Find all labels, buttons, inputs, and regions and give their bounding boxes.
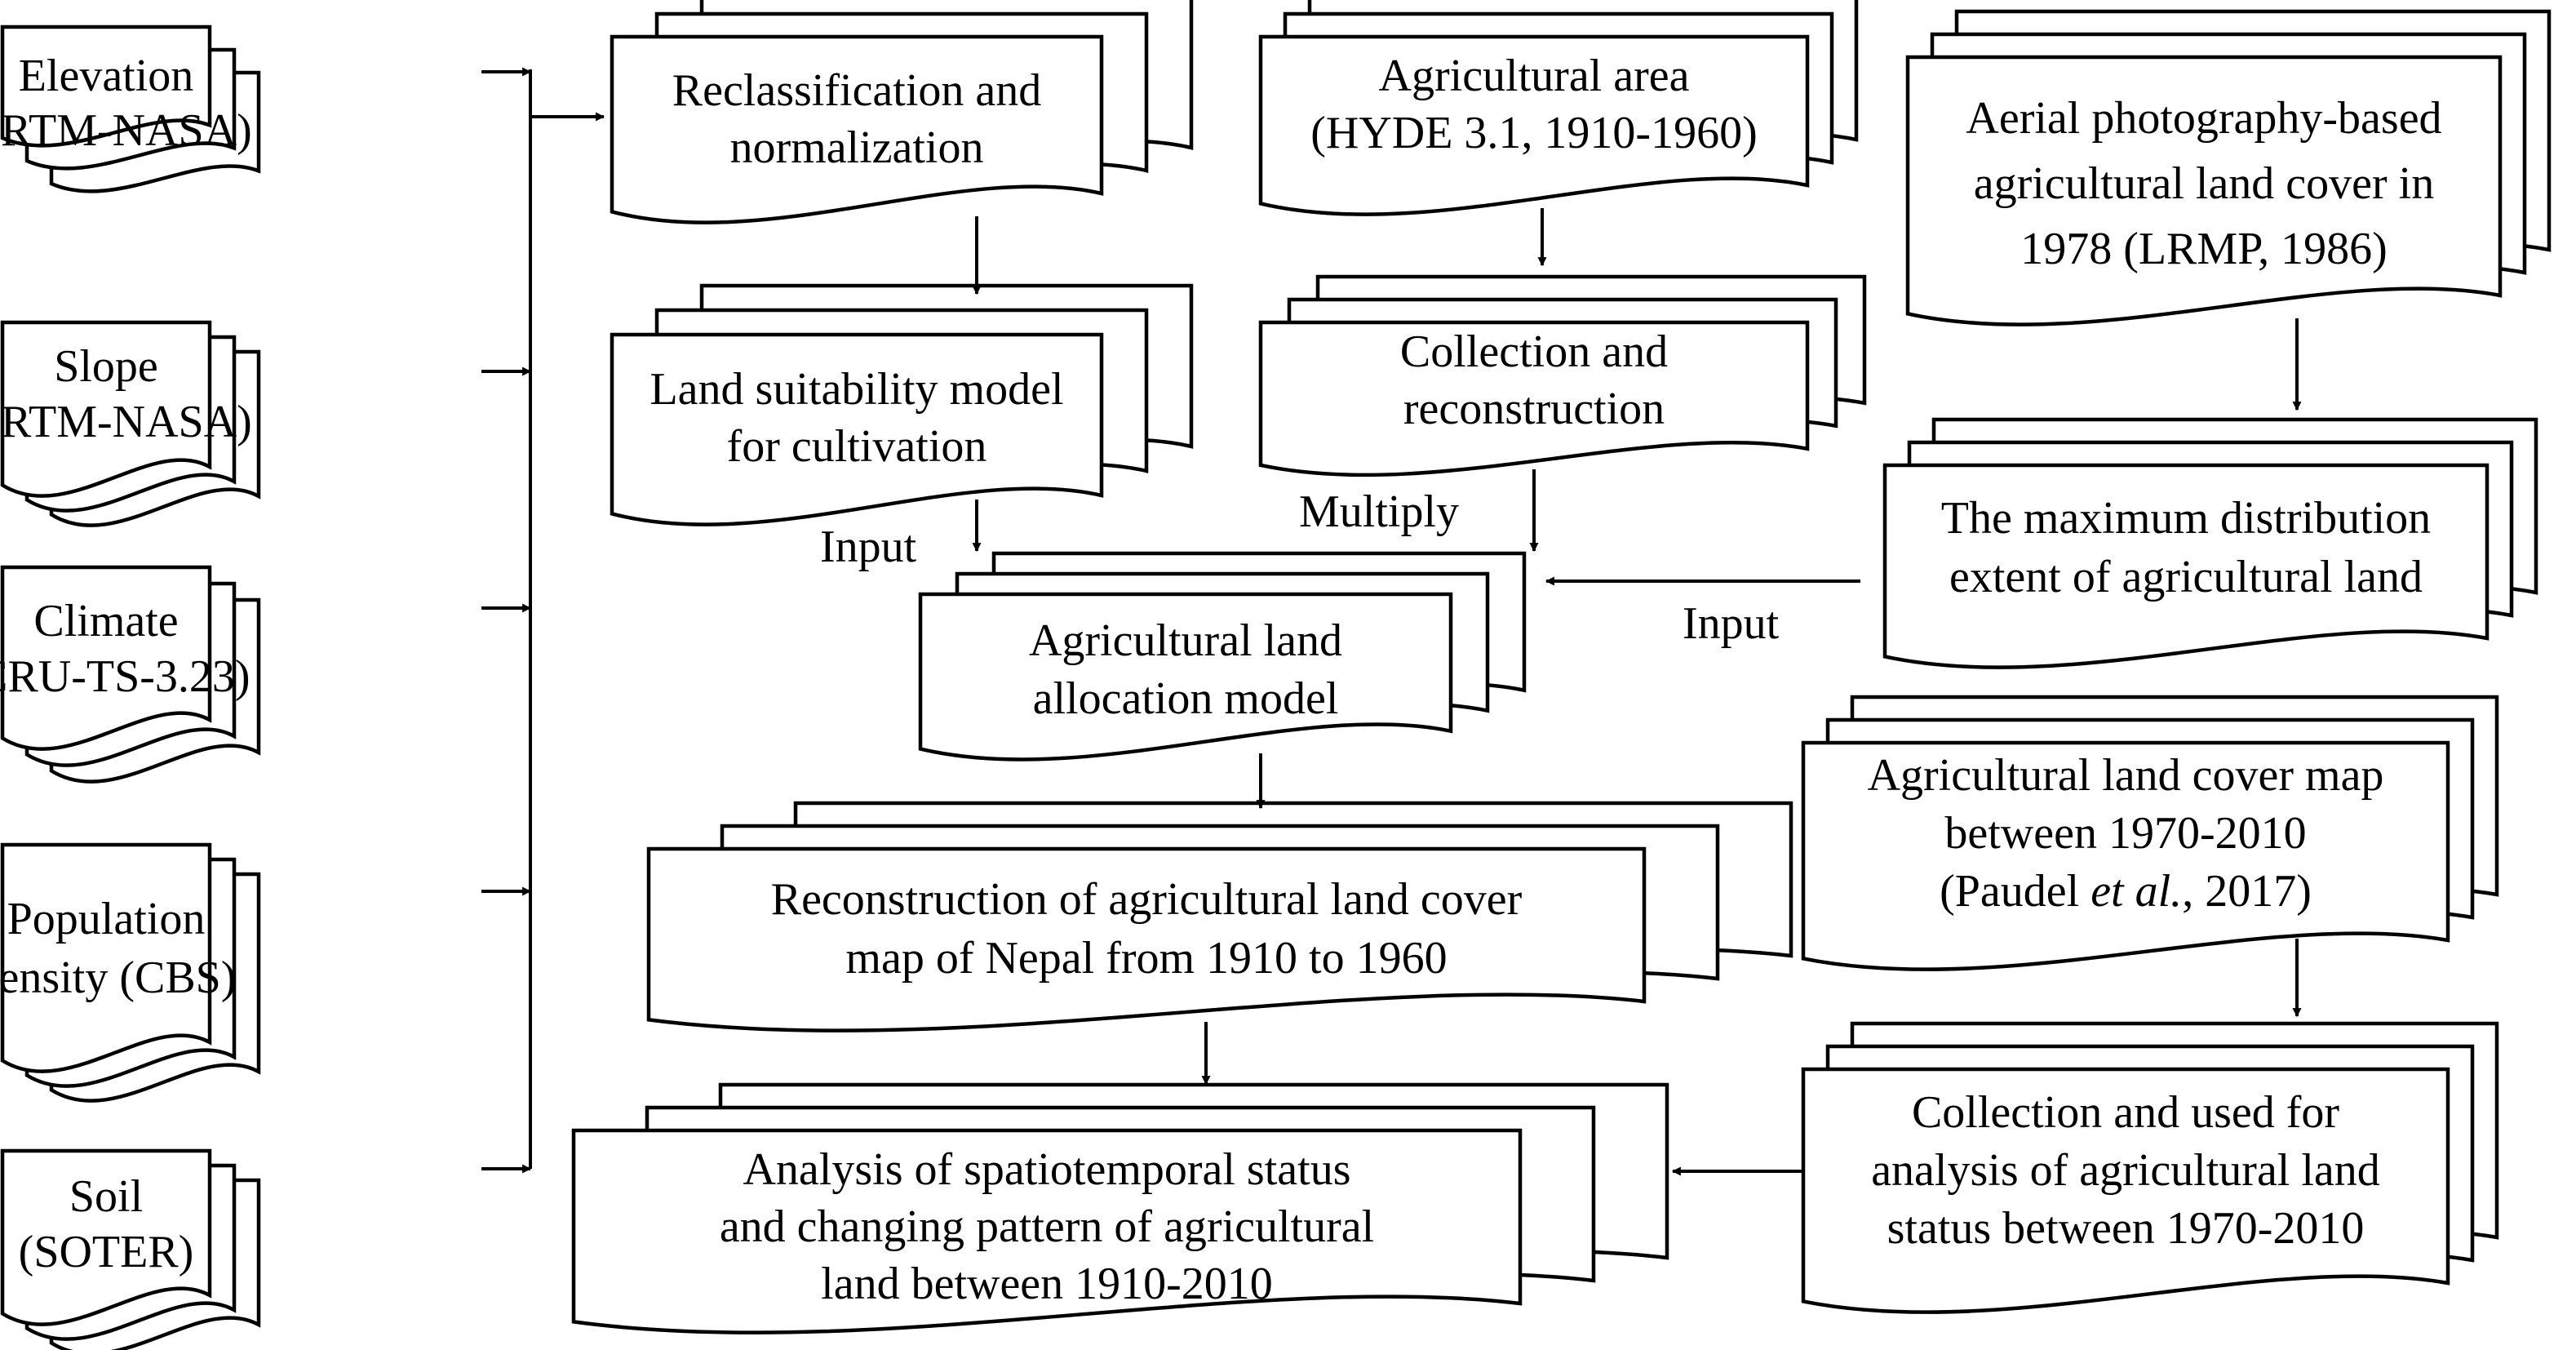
node-label-line: Agricultural area [1379,51,1690,101]
node-label-line: (SOTER) [19,1227,194,1277]
node-label-line: Aerial photography-based [1966,93,2441,144]
node-label-line: Agricultural land cover map [1868,750,2384,801]
node-collection-recon: Collection and reconstruction [1258,274,1867,477]
node-label-line: agricultural land cover in [1974,158,2434,209]
node-label-line: and changing pattern of agricultural [720,1201,1374,1252]
node-reclass: Reclassification and normalization [610,0,1194,224]
node-slope: Slope(SRTM-NASA) [0,320,261,527]
node-agri-area: Agricultural area (HYDE 3.1, 1910-1960) [1258,0,1859,216]
document-shape [571,1128,1523,1334]
document-shape [1258,320,1810,477]
document-shape [1801,740,2450,971]
node-label-line: (HYDE 3.1, 1910-1960) [1310,108,1757,158]
node-max-extent: The maximum distribution extent of agricu… [1882,417,2538,669]
edge-label-input-left: Input [820,522,917,572]
document-shape [1258,34,1810,216]
node-label-line: Climate [33,596,178,646]
node-label-line: (SRTM-NASA) [0,105,252,156]
node-label-line: between 1970-2010 [1944,808,2306,859]
document-shape [1801,1067,2450,1314]
document-shape [610,34,1104,224]
node-label-line: (Paudel et al., 2017) [1940,866,2312,917]
node-aerial: Aerial photography-based agricultural lan… [1905,9,2552,326]
node-label-line: status between 1970-2010 [1887,1203,2365,1254]
node-label-line: Land suitability model [650,364,1063,415]
document-shape [646,846,1647,1032]
node-landcover-map: Agricultural land cover map between 1970-… [1801,695,2499,971]
node-label-line: analysis of agricultural land [1871,1145,2380,1196]
node-label-line: extent of agricultural land [1949,552,2423,602]
node-label-line: Analysis of spatiotemporal status [743,1144,1350,1195]
node-label-line: Population [7,894,206,944]
connectors-layer [481,67,2302,1176]
document-shape [1905,55,2503,326]
document-shape [0,565,212,751]
node-suitability: Land suitability model for cultivation [610,283,1194,526]
document-shape [918,592,1453,762]
node-label-line: for cultivation [727,421,987,472]
node-label-line: The maximum distribution [1941,493,2431,544]
edge-label-multiply: Multiply [1299,486,1459,537]
node-label-line: allocation model [1033,673,1339,724]
node-collection-used: Collection and used for analysis of agric… [1801,1021,2499,1314]
document-shape [0,320,212,498]
node-label-line: land between 1910-2010 [821,1259,1273,1309]
document-shape [0,842,212,1073]
node-label-line: reconstruction [1403,384,1665,434]
document-shape [0,24,212,148]
node-label-line: Agricultural land [1029,615,1342,666]
edge-labels-layer: Input Multiply Input [820,486,1780,649]
document-shape [610,332,1104,526]
node-label-line: density (CBS) [0,953,236,1003]
node-label-line: Reconstruction of agricultural land cove… [771,874,1523,925]
document-shape [0,1148,212,1326]
node-label-line: 1978 (LRMP, 1986) [2020,224,2388,274]
node-label-line: Reclassification and [672,65,1042,116]
node-label-line: Soil [69,1171,143,1222]
node-soil: Soil(SOTER) [0,1148,261,1350]
node-label-line: (SRTM-NASA) [0,397,252,447]
node-label-line: Collection and [1400,326,1668,377]
node-label-line: map of Nepal from 1910 to 1960 [845,933,1447,984]
node-allocation: Agricultural land allocation model [918,551,1527,762]
document-shape [1882,463,2490,669]
edge-label-input-right: Input [1683,598,1780,649]
node-label-line: Elevation [19,51,194,101]
node-label-line: (CRU-TS-3.23) [0,651,251,702]
node-label-line: normalization [729,122,983,173]
node-climate: Climate(CRU-TS-3.23) [0,565,261,784]
node-population: Population density (CBS) [0,842,261,1103]
node-reconstruction: Reconstruction of agricultural land cove… [646,801,1793,1032]
node-elevation: Elevation(SRTM-NASA) [0,24,261,193]
node-analysis: Analysis of spatiotemporal status and cha… [571,1082,1669,1334]
node-label-line: Collection and used for [1912,1087,2339,1138]
node-label-line: Slope [54,341,158,392]
